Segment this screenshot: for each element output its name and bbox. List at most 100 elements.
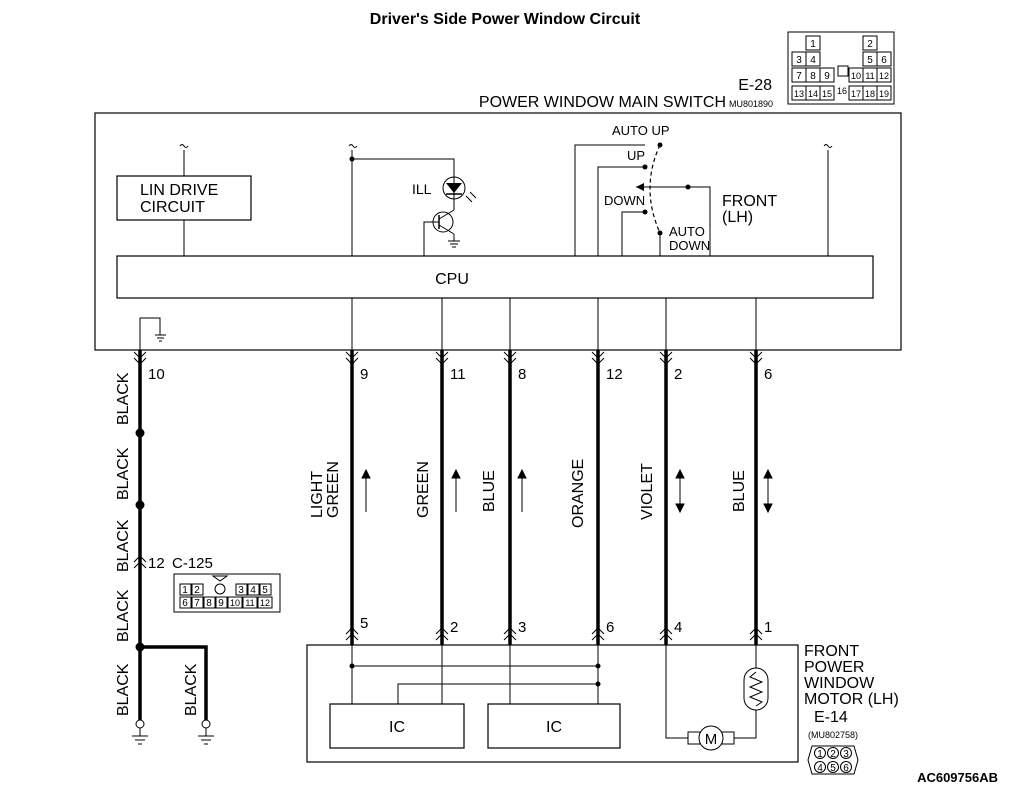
c125-pin: 10: [230, 598, 240, 608]
motor-name: POWER: [804, 659, 864, 676]
motor-name: FRONT: [804, 643, 859, 660]
c125-pin: 7: [194, 598, 200, 609]
pin-number: 6: [606, 619, 614, 636]
figure-id: AC609756AB: [917, 770, 998, 785]
wire-color-label: BLACK: [115, 372, 132, 425]
pin-number: 3: [518, 619, 526, 636]
main-switch-name: POWER WINDOW MAIN SWITCH: [479, 94, 726, 111]
up-label: UP: [627, 148, 645, 163]
lin-drive-label: CIRCUIT: [140, 199, 205, 216]
led-icon: [442, 176, 477, 203]
pin-number: 9: [360, 366, 368, 383]
c125-pin: 11: [245, 598, 254, 608]
e28-pin: 2: [867, 39, 873, 50]
pin-number: 4: [674, 619, 682, 636]
wire-color-label: BLACK: [115, 447, 132, 500]
e28-pin: 11: [865, 71, 874, 81]
wire-color-label: ORANGE: [570, 459, 587, 528]
main-switch-code: E-28: [738, 77, 772, 94]
pin-number: 5: [360, 615, 368, 632]
ptc-thermistor-icon: [743, 667, 769, 711]
e28-pin: 3: [796, 55, 802, 66]
pin-number: 8: [518, 366, 526, 383]
pin-number: 11: [450, 366, 466, 383]
power-tilde-icon: [348, 144, 358, 148]
c125-code: C-125: [172, 555, 213, 572]
c125-pin: 5: [262, 585, 268, 596]
motor-part-no: (MU802758): [808, 730, 858, 740]
power-tilde-icon: [179, 144, 189, 148]
e14-pin: 5: [830, 763, 836, 774]
e28-pin: 18: [865, 89, 875, 99]
front-label: FRONT: [722, 193, 777, 210]
ill-label: ILL: [412, 181, 432, 197]
e28-pin: 16: [837, 86, 847, 96]
down-label: DOWN: [604, 193, 645, 208]
wire-color-label: VIOLET: [639, 463, 656, 520]
motor-icon: M: [687, 725, 735, 751]
pin-number: 10: [148, 366, 165, 383]
ground-icon: [132, 719, 148, 745]
wire-color-label: GREEN: [325, 461, 342, 518]
arrow-bidirectional-icon: [763, 468, 773, 514]
cpu-label: CPU: [435, 271, 469, 288]
pin-number: 2: [674, 366, 682, 383]
pin-number: 1: [764, 619, 772, 636]
arrow-up-icon: [517, 468, 527, 512]
main-switch-outline: [94, 112, 902, 351]
ic-box: [487, 703, 621, 749]
wire-color-label: LIGHT: [309, 471, 326, 518]
pin-number: 12: [606, 366, 623, 383]
c125-pin: 8: [206, 598, 212, 609]
wire-color-label: BLACK: [183, 663, 200, 716]
wire-color-label: BLUE: [481, 470, 498, 512]
e28-pin: 5: [867, 55, 873, 66]
e14-pin: 6: [843, 763, 849, 774]
splice-dot: [135, 500, 145, 510]
wire-color-label: BLUE: [731, 470, 748, 512]
diagram-title: Driver's Side Power Window Circuit: [370, 11, 641, 28]
window-switch-icon: [574, 142, 711, 256]
e28-pin: 4: [810, 55, 816, 66]
e28-pin: 13: [794, 89, 804, 99]
c125-pin: 2: [194, 585, 200, 596]
main-switch-part-no: MU801890: [729, 99, 773, 109]
e28-pin: 1: [810, 39, 816, 50]
ground-icon: [155, 334, 166, 342]
e28-pin: 19: [879, 89, 889, 99]
wire-color-label: BLACK: [115, 519, 132, 572]
e28-connector-icon: 1 2 3 4 5 6 7 8 9 10 11 12 13 14 15 16 1…: [787, 31, 895, 105]
lin-drive-label: LIN DRIVE: [140, 182, 218, 199]
c125-pin: 1: [182, 585, 188, 596]
e14-pin: 4: [817, 763, 823, 774]
e28-pin: 7: [796, 71, 802, 82]
e28-pin: 15: [822, 89, 832, 99]
cpu-box: [116, 255, 874, 299]
ic-label: IC: [546, 719, 562, 736]
e28-pin: 17: [851, 89, 861, 99]
wire-color-label: GREEN: [415, 461, 432, 518]
e28-pin: 9: [824, 71, 830, 82]
pin-number: 6: [764, 366, 772, 383]
motor-code: E-14: [814, 709, 848, 726]
e28-pin: 14: [808, 89, 818, 99]
arrow-up-icon: [361, 468, 371, 512]
transistor-icon: [423, 200, 455, 256]
c125-pin: 3: [238, 585, 244, 596]
c125-pin: 9: [218, 598, 224, 609]
wire-color-label: BLACK: [115, 663, 132, 716]
motor-name: MOTOR (LH): [804, 691, 899, 708]
e28-pin: 10: [851, 71, 861, 81]
power-tilde-icon: [823, 144, 833, 148]
e14-connector-icon: 1 2 3 4 5 6: [807, 745, 859, 775]
e28-pin: 12: [879, 71, 889, 81]
c125-pin-number: 12: [148, 555, 165, 572]
connector-chevrons-top: [133, 351, 763, 365]
e28-pin: 6: [881, 55, 887, 66]
arrow-bidirectional-icon: [675, 468, 685, 514]
ic-label: IC: [389, 719, 405, 736]
e28-pin: 8: [810, 71, 816, 82]
motor-name: WINDOW: [804, 675, 875, 692]
motor-assembly-outline: [306, 644, 799, 763]
